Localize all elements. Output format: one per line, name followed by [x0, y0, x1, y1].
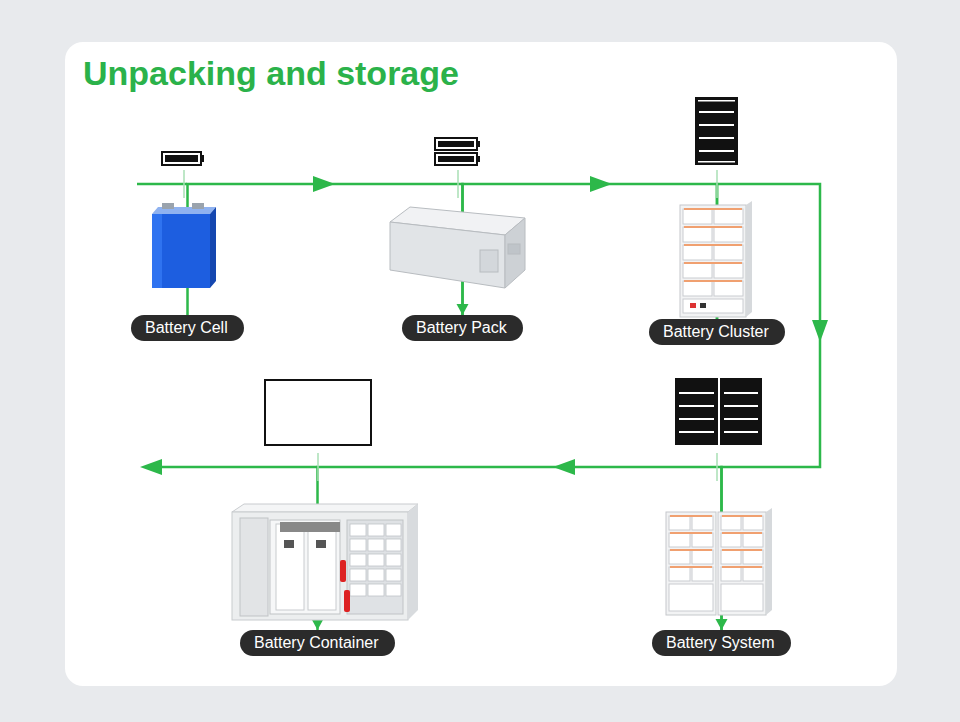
title: Unpacking and storage — [83, 54, 459, 93]
flow-connector — [312, 467, 722, 630]
stage-name: Battery Cluster — [649, 319, 785, 345]
battery-container-illustration — [232, 504, 418, 620]
stage-name: Battery Container — [240, 630, 395, 656]
stage-name: Battery Cell — [131, 315, 244, 341]
arrow-head — [312, 619, 324, 630]
flow-line — [318, 467, 722, 630]
stage-label: Battery Pack — [402, 315, 523, 341]
tick-marks — [184, 170, 717, 481]
battery-pack-illustration — [390, 207, 525, 288]
stage-label: Battery System — [652, 630, 791, 656]
level-icons — [162, 97, 762, 445]
battery-system-illustration — [666, 508, 772, 615]
battery-cell-illustration — [152, 203, 216, 288]
stage-name: Battery System — [652, 630, 791, 656]
stage-label: Battery Cluster — [649, 319, 785, 345]
battery-cluster-illustration — [680, 201, 752, 317]
stage-label: Battery Cell — [131, 315, 244, 341]
stage-label: Battery Container — [240, 630, 395, 656]
stage-name: Battery Pack — [402, 315, 523, 341]
panel — [65, 42, 897, 686]
